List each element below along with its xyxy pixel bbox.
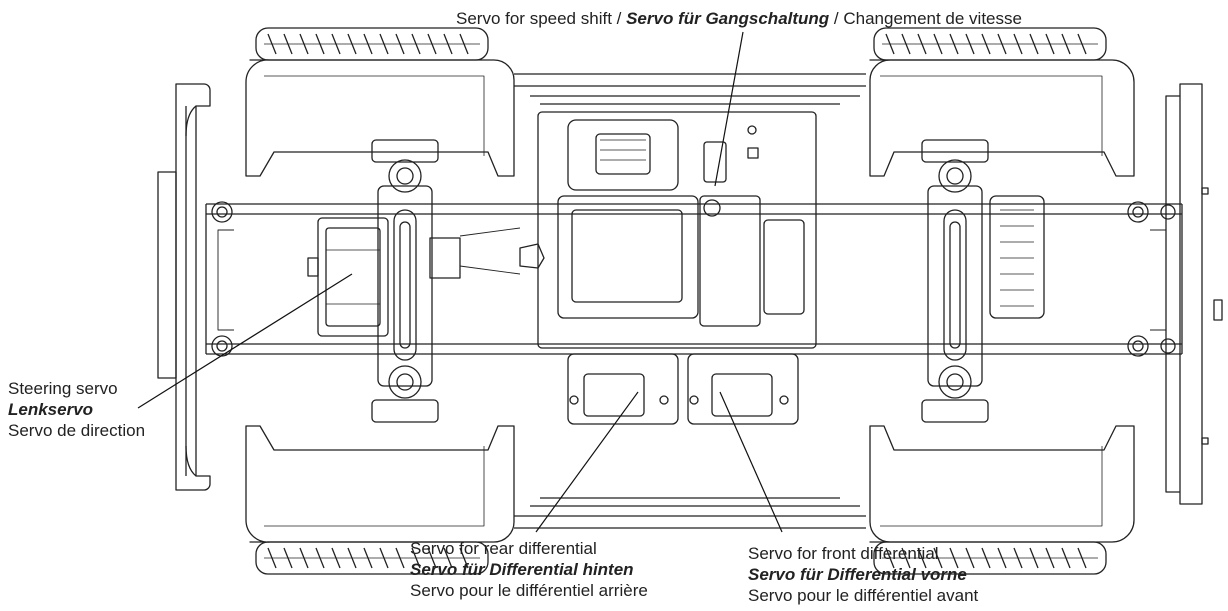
label-speed-shift-de: Servo für Gangschaltung: [626, 9, 830, 28]
rear-differential-servo: [567, 353, 679, 425]
tire-front-top: [873, 27, 1107, 61]
label-steering: Steering servo Lenkservo Servo de direct…: [8, 378, 145, 441]
frame-rails: [205, 201, 1183, 357]
rear-axle: [371, 139, 439, 423]
front-axle: [921, 139, 989, 423]
label-rear-diff-de: Servo für Differential hinten: [410, 560, 634, 579]
leader-lines: [137, 31, 783, 533]
label-rear-diff: Servo for rear differential Servo für Di…: [410, 538, 648, 601]
rear-bumper: [157, 83, 211, 491]
front-cooling: [989, 195, 1045, 319]
leader-steering: [137, 273, 353, 409]
body-fenders: [245, 59, 1135, 543]
label-front-diff-fr: Servo pour le différentiel avant: [748, 586, 979, 605]
label-rear-diff-en: Servo for rear differential: [410, 539, 597, 558]
steering-servo: [307, 217, 389, 337]
leader-front-diff: [719, 391, 783, 533]
front-bumper: [1165, 83, 1223, 505]
label-steering-fr: Servo de direction: [8, 421, 146, 440]
label-steering-en: Steering servo: [8, 379, 118, 398]
label-steering-de: Lenkservo: [8, 400, 94, 419]
leader-rear-diff: [535, 391, 639, 533]
front-differential-servo: [687, 353, 799, 425]
label-speed-shift: Servo for speed shift / Servo für Gangsc…: [456, 8, 1022, 29]
tire-rear-top: [255, 27, 489, 61]
label-rear-diff-fr: Servo pour le différentiel arrière: [410, 581, 648, 600]
label-front-diff: Servo for front differential Servo für D…: [748, 543, 978, 606]
label-front-diff-de: Servo für Differential vorne: [748, 565, 967, 584]
label-speed-shift-en: Servo for speed shift /: [456, 9, 627, 28]
label-speed-shift-fr: / Changement de vitesse: [829, 9, 1022, 28]
leader-speed-shift: [714, 31, 744, 187]
label-front-diff-en: Servo for front differential: [748, 544, 939, 563]
transmission: [429, 111, 817, 349]
